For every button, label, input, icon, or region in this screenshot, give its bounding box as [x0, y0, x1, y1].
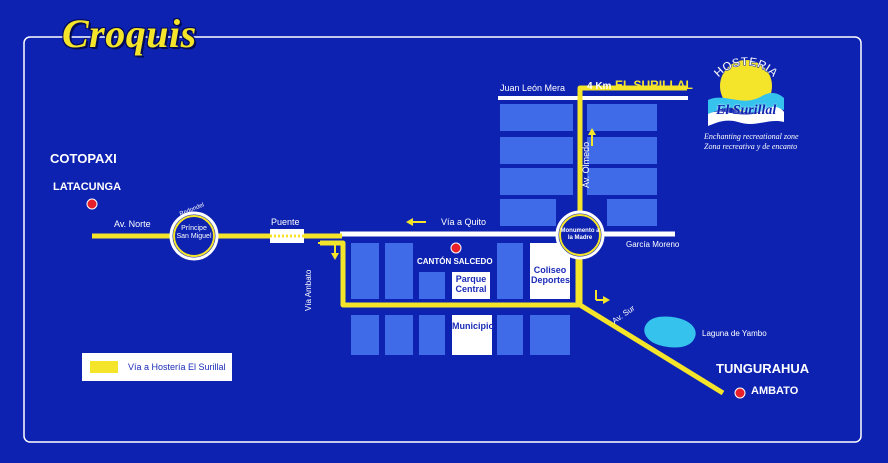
- monumento-inner-ring: [559, 214, 601, 256]
- route-olmedo: [577, 85, 687, 215]
- city-block: [587, 137, 657, 164]
- municipio-block: [452, 315, 492, 355]
- logo-tagline-es: Zona recreativa y de encanto: [704, 142, 798, 151]
- redondel-principe-san-miguel: [169, 211, 219, 261]
- legend-route-swatch: [90, 361, 118, 373]
- arrow-av-sur-icon: [595, 290, 610, 304]
- city-latacunga: LATACUNGA: [53, 181, 122, 193]
- street-puente-label: Puente: [271, 217, 300, 227]
- city-block: [419, 272, 445, 299]
- city-block: [385, 243, 413, 299]
- map-title: Croquis: [62, 11, 197, 56]
- city-block: [500, 199, 556, 226]
- route-av-sur: [577, 255, 725, 396]
- street-av-olmedo-label: Av. Olmedo: [581, 141, 591, 188]
- city-block: [385, 315, 413, 355]
- white-streets: [340, 96, 688, 237]
- ambato-dot-icon: [734, 387, 746, 399]
- street-garcia-moreno-label: García Moreno: [626, 240, 680, 249]
- monumento-a-la-madre: [555, 210, 605, 260]
- map-legend: Vía a Hostería El Surillal: [82, 353, 232, 381]
- latacunga-dot-icon: [86, 198, 98, 210]
- municipio-label: Municipio: [452, 321, 494, 331]
- laguna-label: Laguna de Yambo: [702, 329, 767, 338]
- parque-central-label: Parque Central: [455, 274, 487, 294]
- logo-tagline-en: Enchanting recreational zone: [704, 132, 799, 141]
- city-block: [351, 243, 379, 299]
- province-cotopaxi: COTOPAXI: [50, 151, 117, 166]
- arrow-via-quito-icon: [406, 218, 426, 226]
- street-via-quito-label: Vía a Quito: [441, 217, 487, 227]
- city-blocks: [351, 104, 657, 355]
- city-block: [500, 137, 573, 164]
- bridge-puente: [270, 229, 304, 243]
- salcedo-dot-icon: [450, 242, 462, 254]
- arrow-olmedo-icon: [588, 128, 596, 146]
- hosteria-logo-icon: [708, 60, 784, 126]
- province-tungurahua: TUNGURAHUA: [716, 361, 810, 376]
- street-av-norte-label: Av. Norte: [114, 219, 151, 229]
- redondel-inner-ring: [173, 215, 215, 257]
- map-panel-border: [23, 36, 862, 443]
- city-salcedo: CANTÓN SALCEDO: [417, 257, 493, 266]
- street-via-ambato-label: Vía Ambato: [304, 269, 313, 311]
- monumento-label: Monumento a la Madre: [560, 228, 600, 241]
- redondel-name-label: Príncipe San Miguel: [176, 225, 212, 241]
- city-block: [500, 104, 573, 131]
- laguna-de-yambo-shape: [644, 316, 696, 348]
- street-juan-leon-mera-label: Juan León Mera: [500, 83, 566, 93]
- logo-name-bottom: El Surillal: [716, 103, 777, 118]
- legend-label: Vía a Hostería El Surillal: [128, 362, 226, 372]
- distance-label: 4 Km: [587, 81, 612, 92]
- city-block: [497, 243, 523, 299]
- city-block: [587, 168, 657, 195]
- city-block: [587, 104, 657, 131]
- city-block: [351, 315, 379, 355]
- city-block: [500, 168, 573, 195]
- city-block: [419, 315, 445, 355]
- city-block: [497, 315, 523, 355]
- parque-central-block: [452, 272, 490, 299]
- coliseo-label: Coliseo Deportes: [531, 265, 571, 285]
- destination-label: EL SURILLAL: [615, 78, 693, 92]
- city-ambato: AMBATO: [751, 385, 799, 397]
- city-block: [607, 199, 657, 226]
- arrow-via-ambato-icon: [318, 242, 339, 260]
- city-block: [530, 315, 570, 355]
